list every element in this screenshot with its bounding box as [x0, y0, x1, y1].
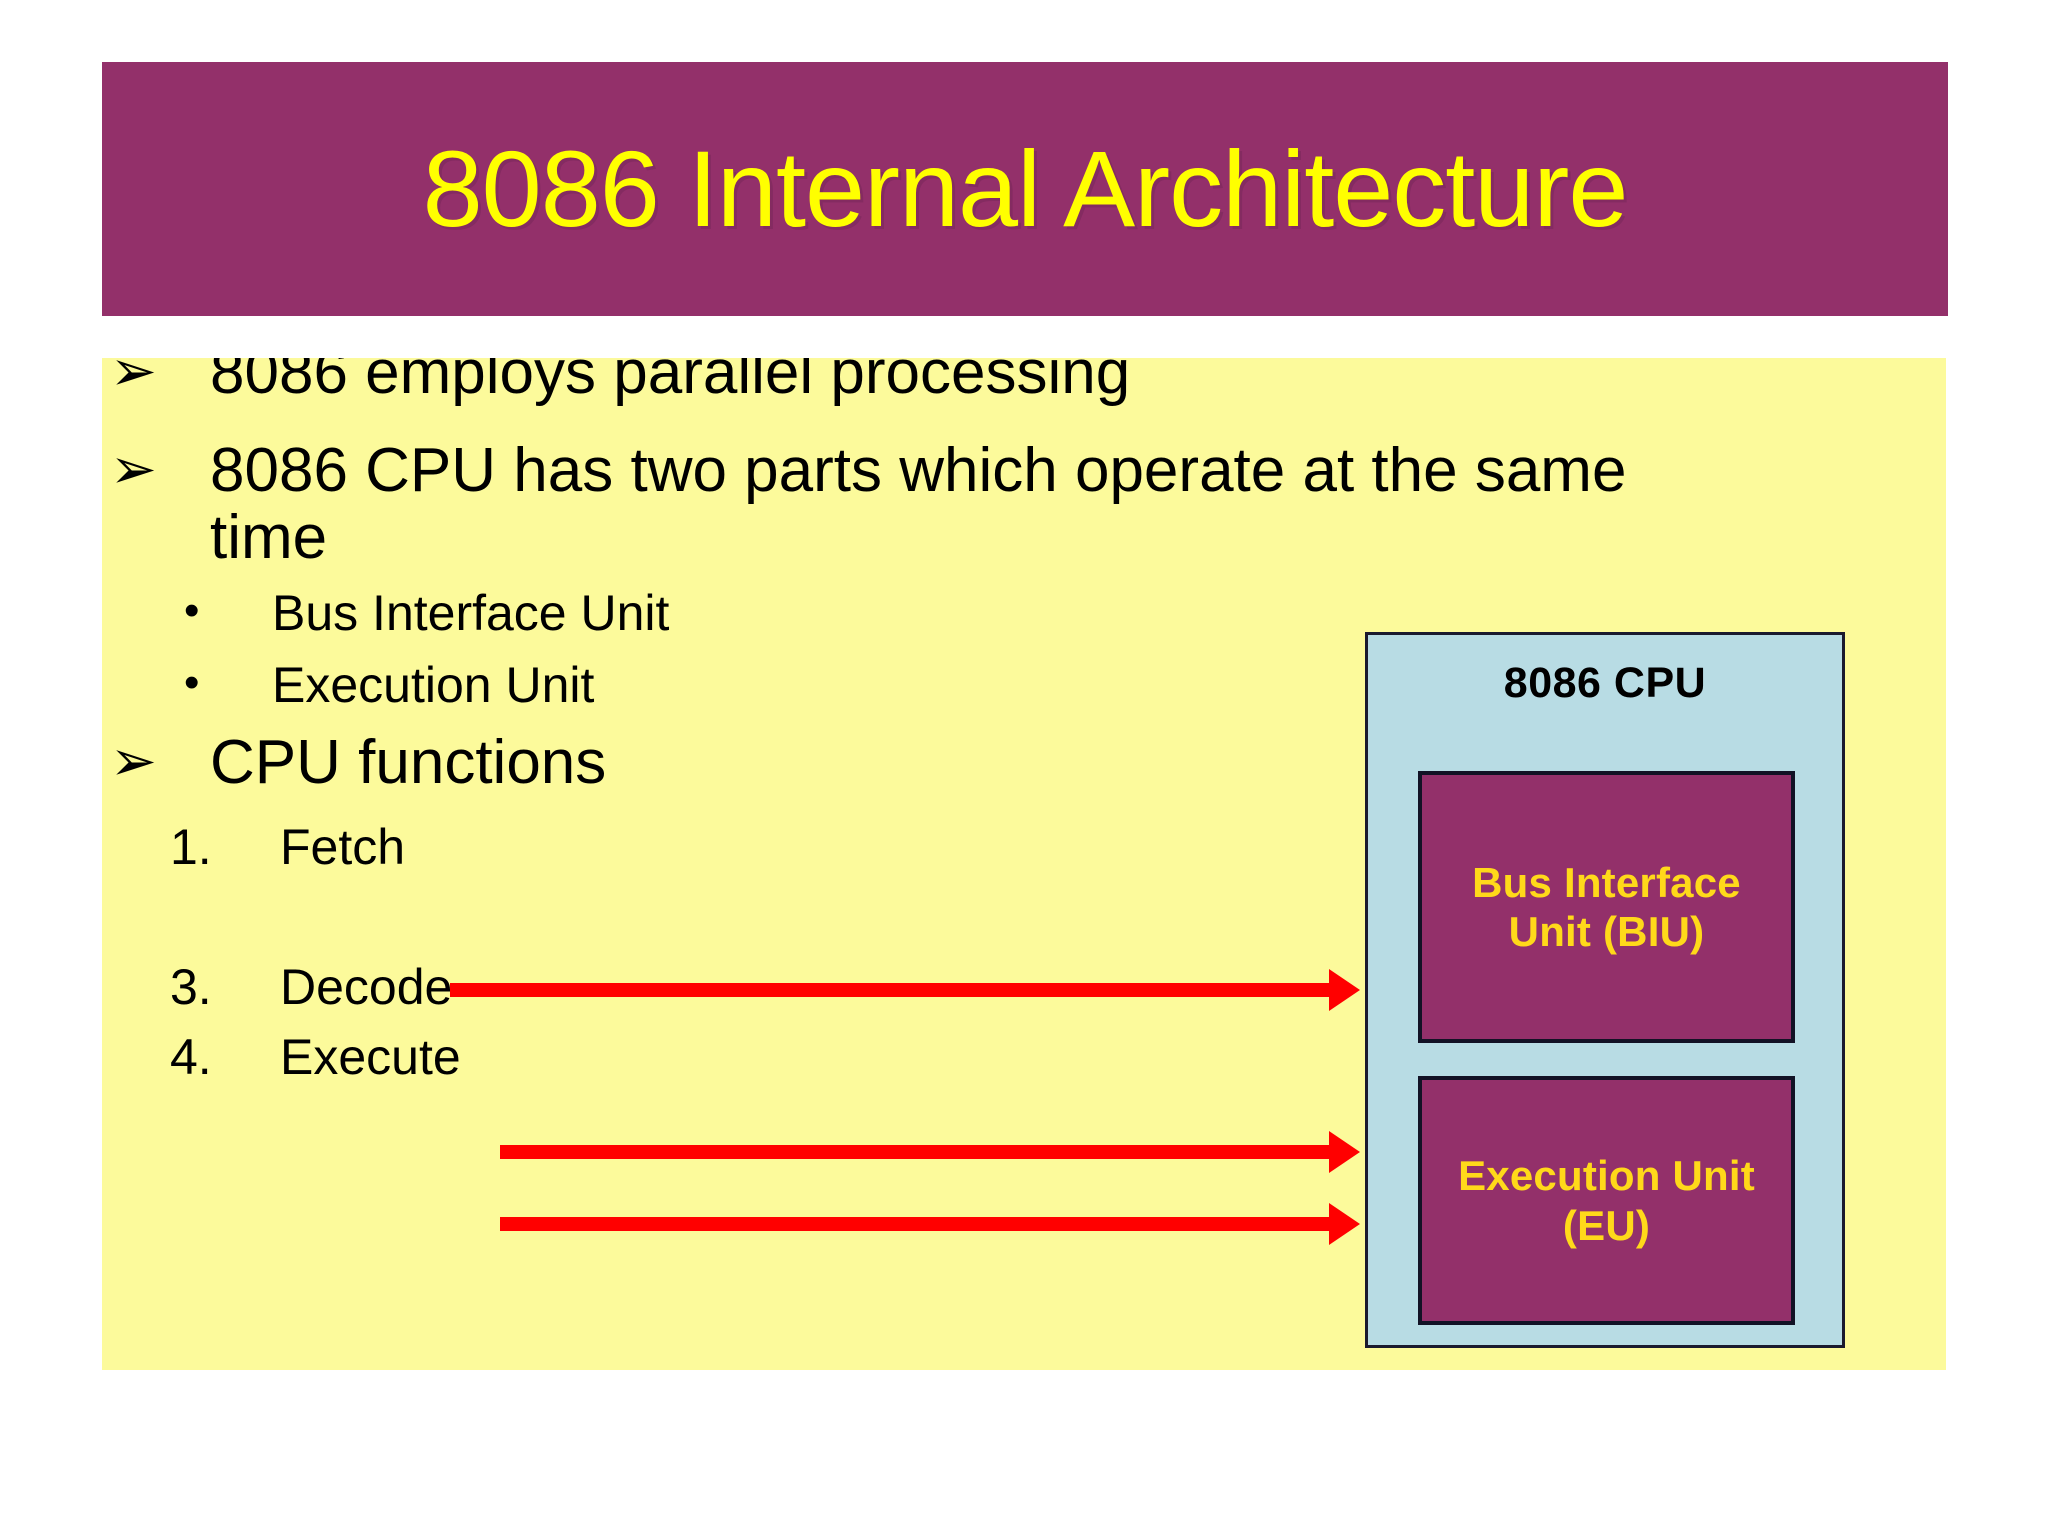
- biu-label-line2: Unit (BIU): [1508, 908, 1705, 955]
- slide-title-bar: 8086 Internal Architecture: [102, 62, 1948, 316]
- bullet-item-execution-unit: • Execution Unit: [162, 658, 1062, 713]
- arrowhead-bullet-icon: ➢: [110, 358, 157, 402]
- bullet-text: CPU functions: [210, 728, 607, 797]
- disc-bullet-icon: •: [184, 586, 200, 635]
- eu-label-line2: (EU): [1562, 1201, 1651, 1249]
- biu-unit-label: Bus Interface Unit (BIU): [1472, 858, 1741, 956]
- numbered-item-text: Fetch: [280, 819, 406, 875]
- bullet-item-parallel-processing: ➢ 8086 employs parallel processing: [102, 358, 1602, 407]
- cpu-diagram-label: 8086 CPU: [1503, 659, 1707, 707]
- numbered-item-text: Execute: [280, 1029, 461, 1085]
- slide-body-panel: ➢ 8086 employs parallel processing ➢ 808…: [102, 358, 1946, 1370]
- arrow-execute-to-eu: [500, 1217, 1330, 1231]
- biu-label-line1: Bus Interface: [1472, 858, 1741, 906]
- eu-label-line1: Execution Unit: [1458, 1152, 1755, 1200]
- arrow-fetch-to-biu: [450, 983, 1330, 997]
- numbered-item-text: Decode: [280, 959, 453, 1015]
- arrowhead-bullet-icon: ➢: [110, 437, 157, 500]
- arrowhead-bullet-icon: ➢: [110, 729, 157, 792]
- list-number: 4.: [170, 1029, 212, 1085]
- bullet-item-bus-interface-unit: • Bus Interface Unit: [162, 586, 1062, 641]
- eu-unit-box: Execution Unit (EU): [1418, 1076, 1795, 1325]
- numbered-item-decode: 3. Decode: [160, 960, 760, 1015]
- list-number: 1.: [170, 819, 212, 875]
- bullet-text: 8086 employs parallel processing: [210, 358, 1131, 407]
- page-title: 8086 Internal Architecture: [422, 128, 1629, 249]
- numbered-item-execute: 4. Execute: [160, 1030, 760, 1085]
- disc-bullet-icon: •: [184, 658, 200, 707]
- bullet-item-cpu-functions: ➢ CPU functions: [102, 728, 1002, 797]
- biu-unit-box: Bus Interface Unit (BIU): [1418, 771, 1795, 1043]
- list-number: 3.: [170, 959, 212, 1015]
- bullet-text: Execution Unit: [272, 657, 595, 713]
- bullet-text: Bus Interface Unit: [272, 585, 670, 641]
- bullet-item-two-parts: ➢ 8086 CPU has two parts which operate a…: [102, 436, 1662, 572]
- cpu-diagram-box: 8086 CPU Bus Interface Unit (BIU) Execut…: [1365, 632, 1845, 1348]
- numbered-item-fetch: 1. Fetch: [160, 820, 760, 875]
- bullet-text: 8086 CPU has two parts which operate at …: [210, 436, 1627, 572]
- arrow-decode-to-eu: [500, 1145, 1330, 1159]
- eu-unit-label: Execution Unit (EU): [1458, 1151, 1755, 1249]
